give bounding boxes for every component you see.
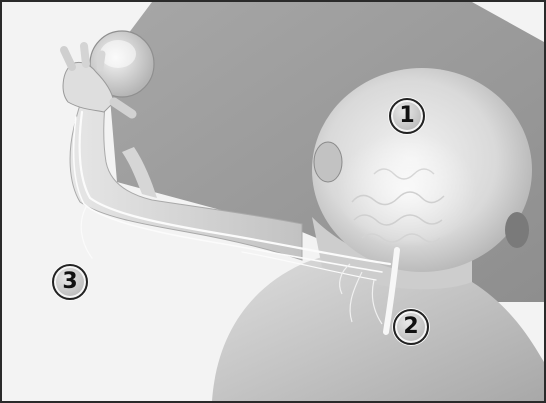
marker-2: 2 [393,309,429,345]
brain [337,132,477,248]
marker-3: 3 [52,264,88,300]
marker-1: 1 [389,98,425,134]
